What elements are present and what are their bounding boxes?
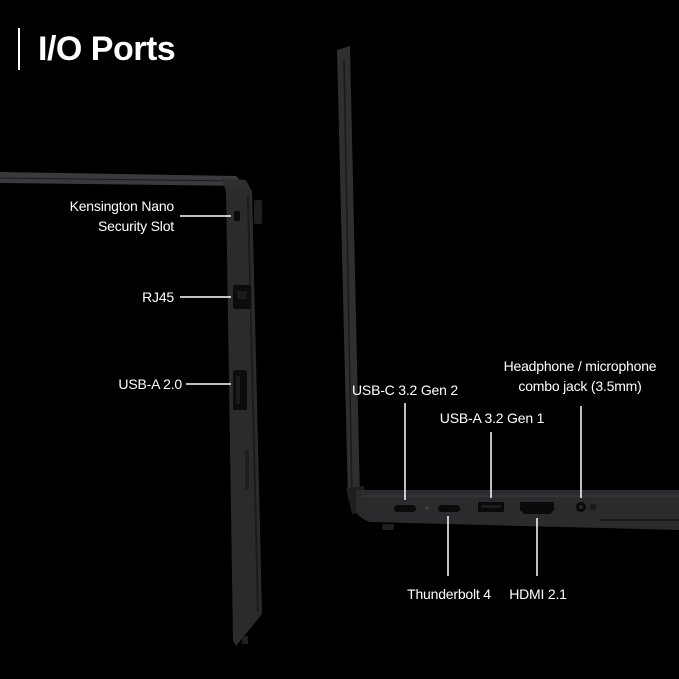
hdmi-port bbox=[520, 502, 554, 514]
callout-lines bbox=[180, 215, 582, 576]
rj45-label: RJ45 bbox=[142, 289, 174, 305]
kensington-label: Kensington Nano Security Slot bbox=[69, 198, 175, 234]
headphone-label: Headphone / microphone combo jack (3.5mm… bbox=[503, 358, 657, 394]
thunderbolt-label: Thunderbolt 4 bbox=[407, 586, 491, 602]
right-laptop bbox=[337, 46, 679, 530]
page-title: I/O Ports bbox=[38, 30, 176, 68]
title-accent-bar bbox=[18, 28, 20, 70]
usbc-label: USB-C 3.2 Gen 2 bbox=[352, 382, 458, 398]
kensington-port bbox=[234, 211, 240, 221]
thunderbolt-port bbox=[438, 505, 460, 512]
hdmi-label: HDMI 2.1 bbox=[509, 586, 567, 602]
left-laptop bbox=[0, 172, 262, 646]
usba20-label: USB-A 2.0 bbox=[118, 376, 182, 392]
left-lid bbox=[0, 172, 246, 186]
right-base bbox=[356, 490, 679, 530]
usba32-label: USB-A 3.2 Gen 1 bbox=[439, 410, 545, 426]
usbc-port bbox=[394, 505, 416, 512]
